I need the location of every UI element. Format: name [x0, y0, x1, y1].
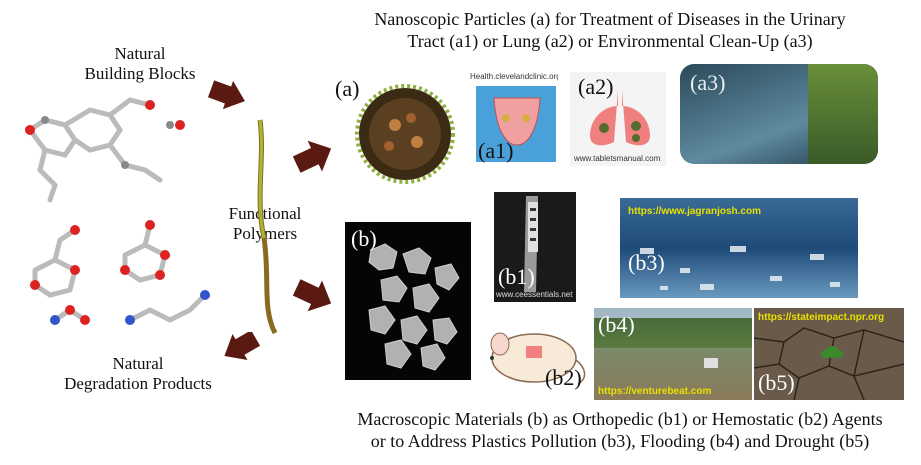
source-b1: www.ceessentials.net — [496, 290, 573, 299]
arrow-to-nanoparticles — [293, 140, 332, 173]
source-b3: https://www.jagranjosh.com — [628, 206, 761, 217]
polymer-strand-illustration — [257, 119, 278, 335]
top-caption-line2: Tract (a1) or Lung (a2) or Environmental… — [407, 31, 813, 51]
panel-b-label: (b) — [351, 226, 377, 251]
panel-b1-label: (b1) — [498, 264, 535, 289]
source-a1: Health.clevelandclinic.org — [470, 72, 558, 81]
arrow-to-macroscopic — [293, 279, 332, 312]
arrow-to-polymer — [208, 80, 245, 110]
panel-a1-label: (a1) — [478, 138, 514, 163]
panel-b2-label: (b2) — [545, 365, 582, 390]
degradation-products-label: Natural Degradation Products — [64, 354, 212, 393]
panel-b1: (b1) www.ceessentials.net — [494, 192, 576, 302]
source-a2: www.tabletsmanual.com — [574, 154, 661, 163]
bottom-caption-line2: or to Address Plastics Pollution (b3), F… — [370, 431, 870, 451]
bottom-caption-line1: Macroscopic Materials (b) as Orthopedic … — [357, 409, 883, 429]
arrow-to-degradation — [224, 332, 260, 360]
panel-b: (b) — [345, 222, 471, 380]
source-b5: https://stateimpact.npr.org — [758, 312, 885, 323]
panel-a-label: (a) — [335, 76, 360, 101]
top-caption: Nanoscopic Particles (a) for Treatment o… — [300, 8, 920, 52]
panel-b5: https://stateimpact.npr.org (b5) — [754, 308, 904, 400]
panel-a3: (a3) — [680, 64, 878, 164]
bottom-caption: Macroscopic Materials (b) as Orthopedic … — [320, 408, 920, 452]
panel-b3-label: (b3) — [628, 250, 665, 275]
source-b4: https://venturebeat.com — [598, 386, 712, 397]
top-caption-line1: Nanoscopic Particles (a) for Treatment o… — [374, 9, 846, 29]
mouse-illustration — [490, 332, 586, 385]
panel-b5-label: (b5) — [758, 370, 795, 395]
panel-a1: Health.clevelandclinic.org (a1) — [470, 72, 558, 166]
panel-a3-label: (a3) — [690, 70, 726, 95]
nanoparticle-illustration — [355, 84, 455, 184]
panel-a2-label: (a2) — [578, 74, 614, 99]
panel-b4-label: (b4) — [598, 312, 635, 337]
building-blocks-label: Natural Building Blocks — [84, 44, 196, 83]
panel-a2: (a2) www.tabletsmanual.com — [570, 72, 666, 166]
panel-b4: (b4) https://venturebeat.com — [594, 308, 752, 400]
panel-b3: https://www.jagranjosh.com (b3) — [620, 198, 858, 298]
molecules-illustration — [25, 97, 210, 325]
